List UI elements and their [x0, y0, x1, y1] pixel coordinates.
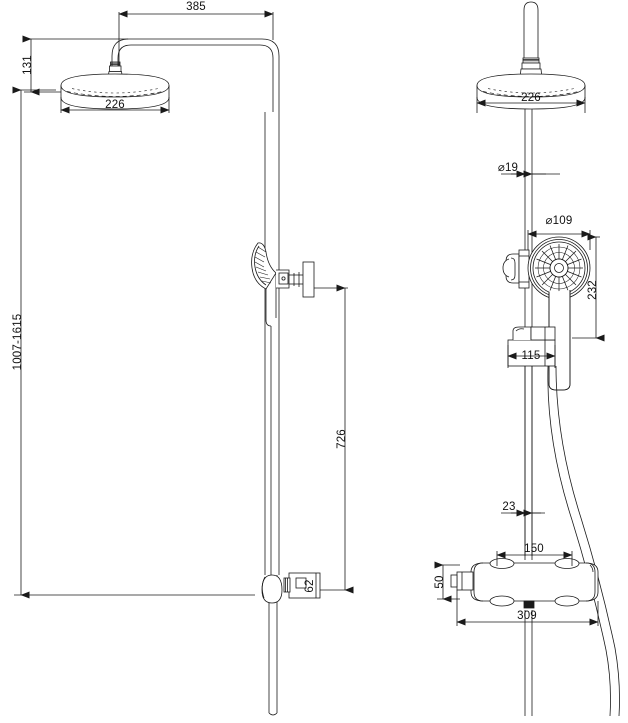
dim-label-mixer-outlet-offset: 62 [304, 579, 316, 592]
dim-label-mixer-body-width: 309 [517, 610, 537, 622]
dim-label-bracket-width: 115 [522, 350, 541, 362]
dimension-bracket-width [507, 345, 556, 368]
dim-label-slide-bracket-height: 726 [336, 429, 348, 449]
dim-label-handset-face-diameter: ⌀109 [546, 215, 573, 227]
flexible-hose-side [547, 365, 620, 717]
dim-label-hose-outlet-offset: 23 [502, 501, 515, 513]
dim-label-overall-height-range: 1007-1615 [12, 314, 24, 371]
riser-lower-side [524, 366, 533, 716]
dimension-mixer-body-height [434, 561, 460, 603]
shower-arm-side [519, 1, 543, 79]
dim-label-riser-tube-diameter: ⌀19 [498, 162, 518, 174]
dim-label-arm-projection: 385 [186, 1, 206, 13]
dimension-mixer-body-width [456, 590, 599, 626]
dimension-rain-head-diameter-side [476, 97, 586, 113]
riser-rail-front [264, 112, 280, 716]
dim-label-handle-centres: 150 [524, 543, 544, 555]
front-view [12, 10, 354, 716]
handset-holder-bracket [502, 249, 530, 289]
handset-front [251, 242, 315, 327]
handset-side [527, 236, 591, 391]
dimension-head-drop [22, 35, 128, 96]
dimension-rain-head-diameter-front [60, 97, 170, 114]
mixer-front [261, 572, 321, 604]
dim-label-handset-length: 232 [587, 280, 599, 300]
dimension-overall-height-range [12, 86, 255, 599]
dim-label-mixer-body-height: 50 [434, 575, 446, 588]
rain-shower-head [60, 73, 170, 110]
thermostatic-mixer-body [450, 558, 599, 609]
dim-label-rain-head-diameter-side: 226 [521, 92, 541, 104]
dim-label-head-drop: 131 [22, 55, 34, 75]
dimension-handset-length [572, 233, 605, 342]
dimension-handle-centres [496, 551, 573, 566]
dim-label-rain-head-diameter-front: 226 [105, 99, 125, 111]
side-view [434, 1, 620, 717]
